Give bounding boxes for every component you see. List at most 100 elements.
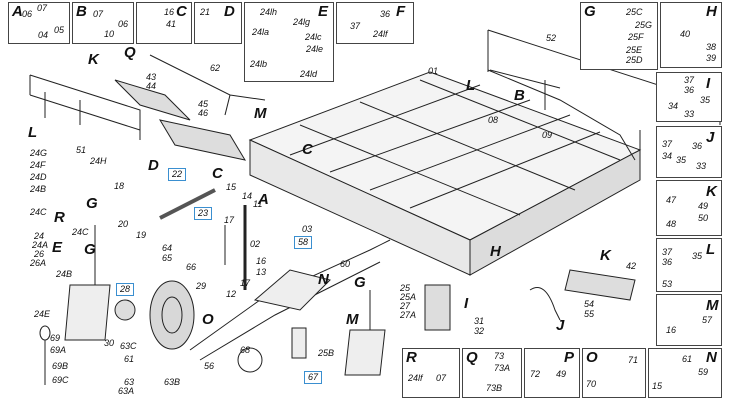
- callout-letter: L: [28, 124, 38, 141]
- callout-letter: K: [88, 51, 99, 68]
- part-label: 36: [692, 141, 703, 151]
- part-label: 42: [626, 261, 637, 271]
- part-label: 02: [250, 239, 261, 249]
- part-label: 21: [200, 7, 211, 17]
- part-label: 51: [76, 145, 87, 155]
- part-label: 41: [166, 19, 177, 29]
- part-label: 33: [696, 161, 707, 171]
- callout-letter: L: [466, 77, 476, 94]
- part-label: 60: [340, 259, 351, 269]
- inset-box-p: [524, 348, 580, 398]
- callout-letter: A: [258, 191, 269, 208]
- part-label: 04: [38, 30, 49, 40]
- part-label: 09: [542, 130, 553, 140]
- inset-letter-a: A: [12, 3, 23, 20]
- part-label: 27A: [400, 310, 417, 320]
- part-label: 36: [380, 9, 391, 19]
- inset-box-c: [136, 2, 192, 44]
- callout-letter: C: [212, 165, 223, 182]
- part-label: 63C: [120, 341, 137, 351]
- part-label: 31: [474, 316, 485, 326]
- callout-letter: G: [354, 274, 366, 291]
- part-label: 07: [93, 9, 104, 19]
- part-label: 24ld: [300, 69, 318, 79]
- callout-letter: C: [302, 141, 313, 158]
- part-label: 68: [240, 345, 251, 355]
- part-label: 29: [196, 281, 207, 291]
- part-label: 50: [698, 213, 709, 223]
- part-label: 24le: [306, 44, 324, 54]
- part-label: 14: [242, 191, 253, 201]
- part-label: 17: [224, 215, 235, 225]
- part-label: 24D: [30, 172, 47, 182]
- part-label: 70: [586, 379, 597, 389]
- part-label: 25F: [628, 32, 644, 42]
- part-label: 36: [684, 85, 695, 95]
- part-label: 57: [702, 315, 713, 325]
- part-label: 62: [210, 63, 221, 73]
- part-label: 25: [400, 283, 411, 293]
- part-label: 63B: [164, 377, 181, 387]
- part-label: 24G: [30, 148, 48, 158]
- callout-letter: R: [54, 209, 65, 226]
- part-label: 35: [676, 155, 687, 165]
- inset-letter-p: P: [564, 349, 575, 366]
- part-label: 06: [118, 19, 129, 29]
- part-label: 49: [556, 369, 567, 379]
- part-label: 24F: [30, 160, 46, 170]
- part-label: 16: [256, 256, 267, 266]
- part-label: 24la: [252, 27, 270, 37]
- callout-letter: G: [86, 195, 98, 212]
- part-label: 05: [54, 25, 65, 35]
- callout-letter: M: [254, 105, 267, 122]
- part-label: 52: [546, 33, 557, 43]
- part-label: 44: [146, 81, 157, 91]
- part-label: 39: [706, 53, 717, 63]
- part-label: 56: [204, 361, 215, 371]
- part-label: 63: [124, 377, 135, 387]
- part-label: 69A: [50, 345, 67, 355]
- highlighted-part-label: 23: [194, 207, 213, 220]
- part-label: 37: [662, 247, 673, 257]
- highlighted-part-label: 28: [116, 283, 135, 296]
- part-label: 34: [668, 101, 679, 111]
- callout-letter: E: [52, 239, 63, 256]
- part-label: 20: [118, 219, 129, 229]
- part-label: 72: [530, 369, 541, 379]
- part-label: 54: [584, 299, 595, 309]
- part-label: 45: [198, 99, 209, 109]
- part-label: 26: [34, 249, 45, 259]
- inset-box-b: [72, 2, 134, 44]
- part-label: 25D: [626, 55, 643, 65]
- part-label: 16: [666, 325, 677, 335]
- callout-letter: B: [514, 87, 525, 104]
- part-label: 73: [494, 351, 505, 361]
- inset-box-d: [194, 2, 242, 44]
- part-label: 08: [488, 115, 499, 125]
- part-label: 63A: [118, 386, 135, 396]
- part-label: 47: [666, 195, 677, 205]
- part-label: 01: [428, 66, 439, 76]
- callout-letter: O: [202, 311, 214, 328]
- callout-letter: G: [84, 241, 96, 258]
- part-label: 26A: [30, 258, 47, 268]
- inset-letter-n: N: [706, 349, 717, 366]
- inset-box-r: [402, 348, 460, 398]
- inset-letter-h: H: [706, 3, 717, 20]
- part-label: 36: [662, 257, 673, 267]
- part-label: 24B: [56, 269, 73, 279]
- part-label: 24lf: [408, 373, 423, 383]
- part-label: 38: [706, 42, 717, 52]
- part-label: 24lc: [305, 32, 322, 42]
- part-label: 16: [164, 7, 175, 17]
- inset-letter-c: C: [176, 3, 187, 20]
- part-label: 24lg: [293, 17, 311, 27]
- part-label: 24C: [30, 207, 47, 217]
- inset-box-j: [656, 126, 722, 178]
- part-label: 32: [474, 326, 485, 336]
- part-label: 71: [628, 355, 639, 365]
- inset-letter-f: F: [396, 3, 406, 20]
- part-label: 55: [584, 309, 595, 319]
- part-label: 06: [22, 9, 33, 19]
